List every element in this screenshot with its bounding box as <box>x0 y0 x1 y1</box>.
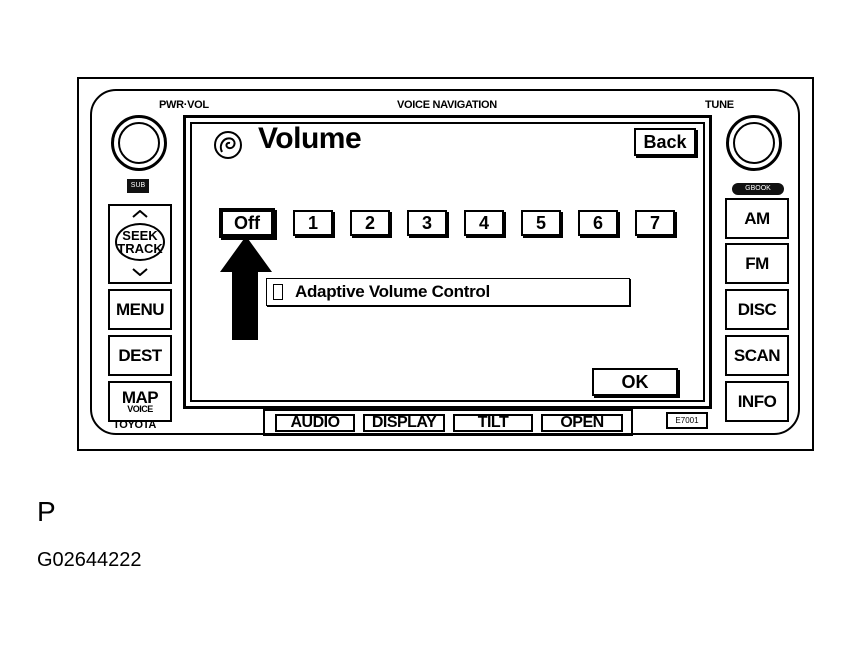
power-volume-knob[interactable] <box>111 115 167 171</box>
back-button[interactable]: Back <box>634 128 696 156</box>
volume-5-button[interactable]: 5 <box>521 210 561 236</box>
volume-7-button[interactable]: 7 <box>635 210 675 236</box>
sub-badge: SUB <box>127 179 149 193</box>
display-screen: Volume Back Off 1 2 3 4 5 6 7 Adaptive V… <box>183 115 712 409</box>
display-button[interactable]: DISPLAY <box>363 414 445 432</box>
adaptive-volume-checkbox[interactable] <box>273 284 283 300</box>
voice-label: VOICE <box>127 403 153 414</box>
adaptive-volume-control-row[interactable]: Adaptive Volume Control <box>266 278 630 306</box>
scan-button[interactable]: SCAN <box>725 335 789 376</box>
volume-2-button[interactable]: 2 <box>350 210 390 236</box>
track-label: TRACK <box>117 241 163 256</box>
map-label: MAP <box>121 387 159 407</box>
chevron-up-icon <box>132 210 148 218</box>
gbook-badge: GBOOK <box>732 183 784 195</box>
menu-button[interactable]: MENU <box>108 289 172 330</box>
figure-id: G02644222 <box>37 549 142 571</box>
info-button[interactable]: INFO <box>725 381 789 422</box>
map-voice-button[interactable]: MAP VOICE <box>108 381 172 422</box>
bottom-button-strip: AUDIO DISPLAY TILT OPEN <box>263 409 633 436</box>
disc-button[interactable]: DISC <box>725 289 789 330</box>
am-button[interactable]: AM <box>725 198 789 239</box>
volume-off-button[interactable]: Off <box>219 208 275 238</box>
toyota-logo: TOYOTA <box>113 419 157 431</box>
chevron-down-icon <box>132 268 148 276</box>
fm-button[interactable]: FM <box>725 243 789 284</box>
up-arrow-icon <box>220 236 272 340</box>
adaptive-volume-label: Adaptive Volume Control <box>295 282 490 301</box>
voice-spiral-icon <box>214 131 242 159</box>
tilt-button[interactable]: TILT <box>453 414 533 432</box>
caption-letter: P <box>37 496 56 527</box>
unit-id-label: E7001 <box>666 412 708 429</box>
tune-label: TUNE <box>705 99 734 111</box>
pwr-vol-label: PWR·VOL <box>159 99 209 111</box>
audio-button[interactable]: AUDIO <box>275 414 355 432</box>
volume-1-button[interactable]: 1 <box>293 210 333 236</box>
ok-button[interactable]: OK <box>592 368 678 396</box>
seek-track-button[interactable]: SEEK TRACK <box>108 204 172 284</box>
volume-4-button[interactable]: 4 <box>464 210 504 236</box>
seek-label: SEEK <box>122 228 158 243</box>
volume-3-button[interactable]: 3 <box>407 210 447 236</box>
open-button[interactable]: OPEN <box>541 414 623 432</box>
volume-6-button[interactable]: 6 <box>578 210 618 236</box>
voice-navigation-label: VOICE NAVIGATION <box>397 99 497 111</box>
tune-knob[interactable] <box>726 115 782 171</box>
display-screen-inner <box>190 122 705 402</box>
screen-title: Volume <box>258 122 362 155</box>
dest-button[interactable]: DEST <box>108 335 172 376</box>
seek-track-oval: SEEK TRACK <box>115 223 165 261</box>
